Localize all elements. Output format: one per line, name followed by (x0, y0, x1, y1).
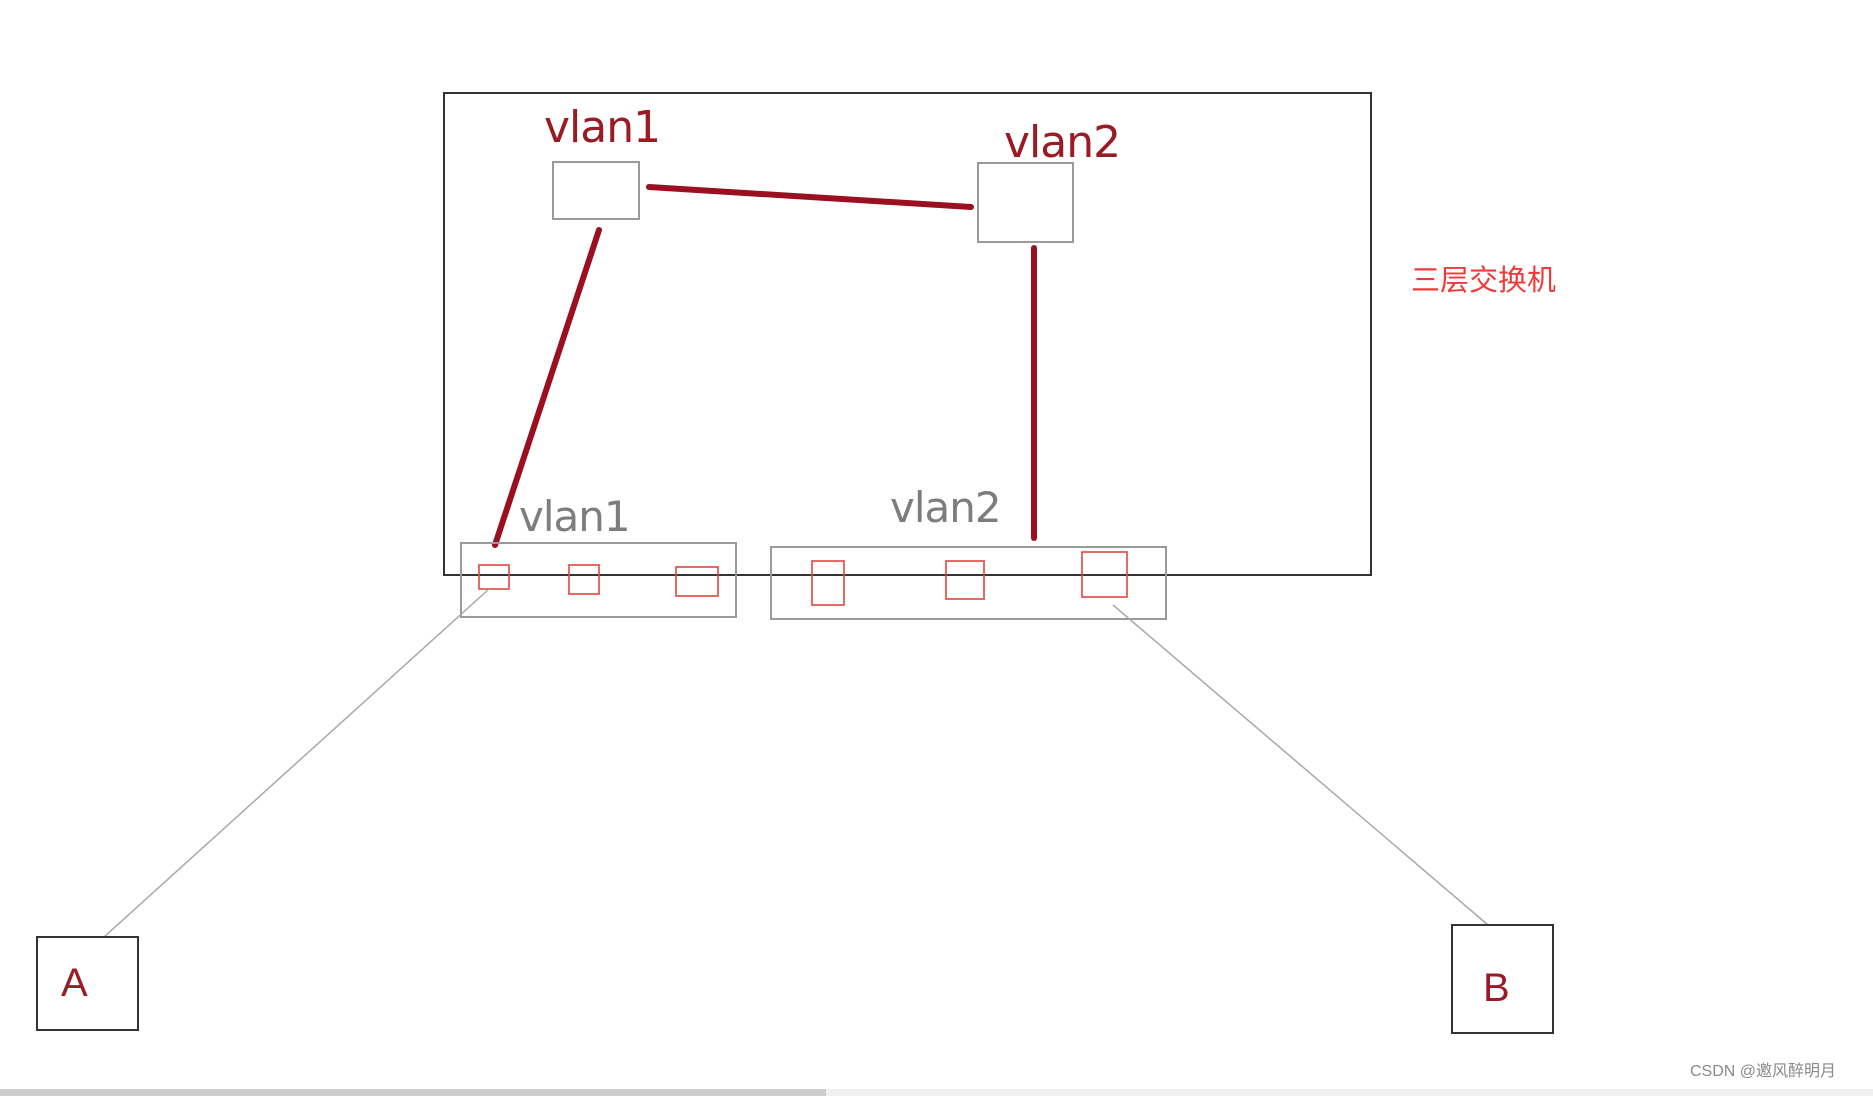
layer3-switch-label: 三层交换机 (1411, 263, 1557, 297)
watermark: CSDN @邀风醉明月 (1690, 1063, 1837, 1080)
cable-to-host-b (1112, 604, 1489, 926)
horizontal-scrollbar-thumb[interactable] (0, 1089, 826, 1096)
cable-to-host-a (103, 588, 490, 938)
host-a-box (36, 936, 139, 1031)
vlan2-interface-box (977, 162, 1074, 243)
vlan1-port-3 (675, 566, 719, 597)
vlan2-interface-label: vlan2 (1004, 117, 1121, 168)
host-a-label: A (61, 961, 88, 1005)
vlan1-interface-box (552, 161, 640, 220)
horizontal-scrollbar-track[interactable] (0, 1089, 1873, 1096)
link-vlan1-interface-to-ports (492, 227, 602, 548)
vlan1-port-group (460, 542, 737, 618)
vlan1-port-group-label: vlan1 (519, 492, 631, 541)
vlan2-port-1 (811, 560, 845, 606)
layer3-switch-box (443, 92, 1372, 576)
vlan2-port-2 (945, 560, 985, 600)
host-b-box (1451, 924, 1554, 1034)
vlan2-port-group-label: vlan2 (890, 483, 1002, 532)
host-b-label: B (1483, 966, 1510, 1010)
vlan2-port-3 (1081, 551, 1128, 598)
link-vlan1-vlan2 (646, 184, 974, 210)
vlan2-port-group (770, 546, 1167, 620)
vlan1-port-2 (568, 564, 600, 595)
vlan1-interface-label: vlan1 (544, 102, 661, 153)
vlan1-port-1 (478, 564, 510, 590)
